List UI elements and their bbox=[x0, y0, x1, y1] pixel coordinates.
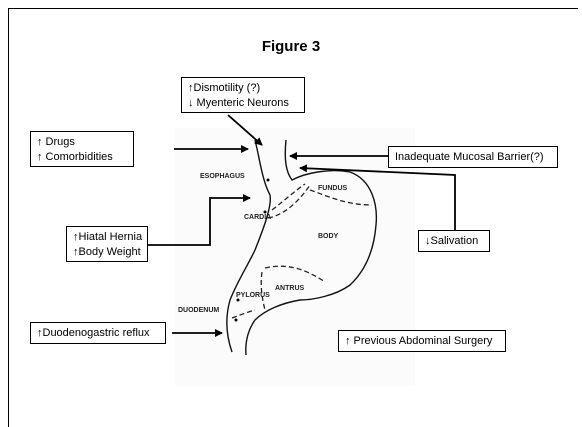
dismotility-text: ↑Dismotility (?) bbox=[188, 81, 298, 96]
duodenogastric-reflux-text: ↑Duodenogastric reflux bbox=[37, 326, 159, 341]
label-cardia: CARDIA bbox=[244, 214, 271, 221]
hiatal-hernia-box: ↑Hiatal Hernia ↑Body Weight bbox=[66, 226, 148, 262]
salivation-connector bbox=[300, 168, 455, 230]
hernia-connector bbox=[148, 198, 250, 245]
duodenum-dot bbox=[235, 319, 238, 322]
label-esophagus: ESOPHAGUS bbox=[200, 173, 245, 180]
label-pylorus: PYLORUS bbox=[236, 292, 270, 299]
abdominal-surgery-text: ↑ Previous Abdominal Surgery bbox=[345, 334, 499, 349]
drugs-comorbidities-box: ↑ Drugs ↑ Comorbidities bbox=[30, 131, 134, 167]
comorbidities-text: ↑ Comorbidities bbox=[37, 150, 127, 165]
body-antrum-boundary bbox=[265, 266, 325, 282]
body-weight-text: ↑Body Weight bbox=[73, 245, 141, 260]
cardia-fundus-boundary bbox=[272, 184, 305, 210]
cardia-boundary bbox=[268, 185, 310, 218]
duodenogastric-reflux-box: ↑Duodenogastric reflux bbox=[30, 322, 166, 344]
myenteric-neurons-text: ↓ Myenteric Neurons bbox=[188, 96, 298, 111]
esophagus-dot bbox=[267, 179, 270, 182]
hiatal-hernia-text: ↑Hiatal Hernia bbox=[73, 230, 141, 245]
dismotility-arrow bbox=[228, 115, 262, 145]
salivation-text: ↓Salivation bbox=[425, 234, 483, 249]
esophagus-left-wall bbox=[227, 140, 271, 352]
antrum-pylorus-boundary bbox=[261, 272, 265, 310]
drugs-text: ↑ Drugs bbox=[37, 135, 127, 150]
label-antrus: ANTRUS bbox=[275, 285, 304, 292]
esophagus-right-wall bbox=[246, 140, 377, 355]
mucosal-barrier-box: Inadequate Mucosal Barrier(?) bbox=[388, 146, 558, 168]
abdominal-surgery-box: ↑ Previous Abdominal Surgery bbox=[338, 330, 506, 352]
label-fundus: FUNDUS bbox=[318, 185, 347, 192]
label-duodenum: DUODENUM bbox=[178, 307, 219, 314]
pylorus-duodenum-boundary bbox=[232, 310, 255, 318]
label-body: BODY bbox=[318, 233, 339, 240]
dismotility-box: ↑Dismotility (?) ↓ Myenteric Neurons bbox=[181, 77, 305, 113]
mucosal-barrier-text: Inadequate Mucosal Barrier(?) bbox=[395, 150, 551, 165]
salivation-box: ↓Salivation bbox=[418, 230, 490, 252]
fundus-body-boundary bbox=[310, 190, 372, 205]
